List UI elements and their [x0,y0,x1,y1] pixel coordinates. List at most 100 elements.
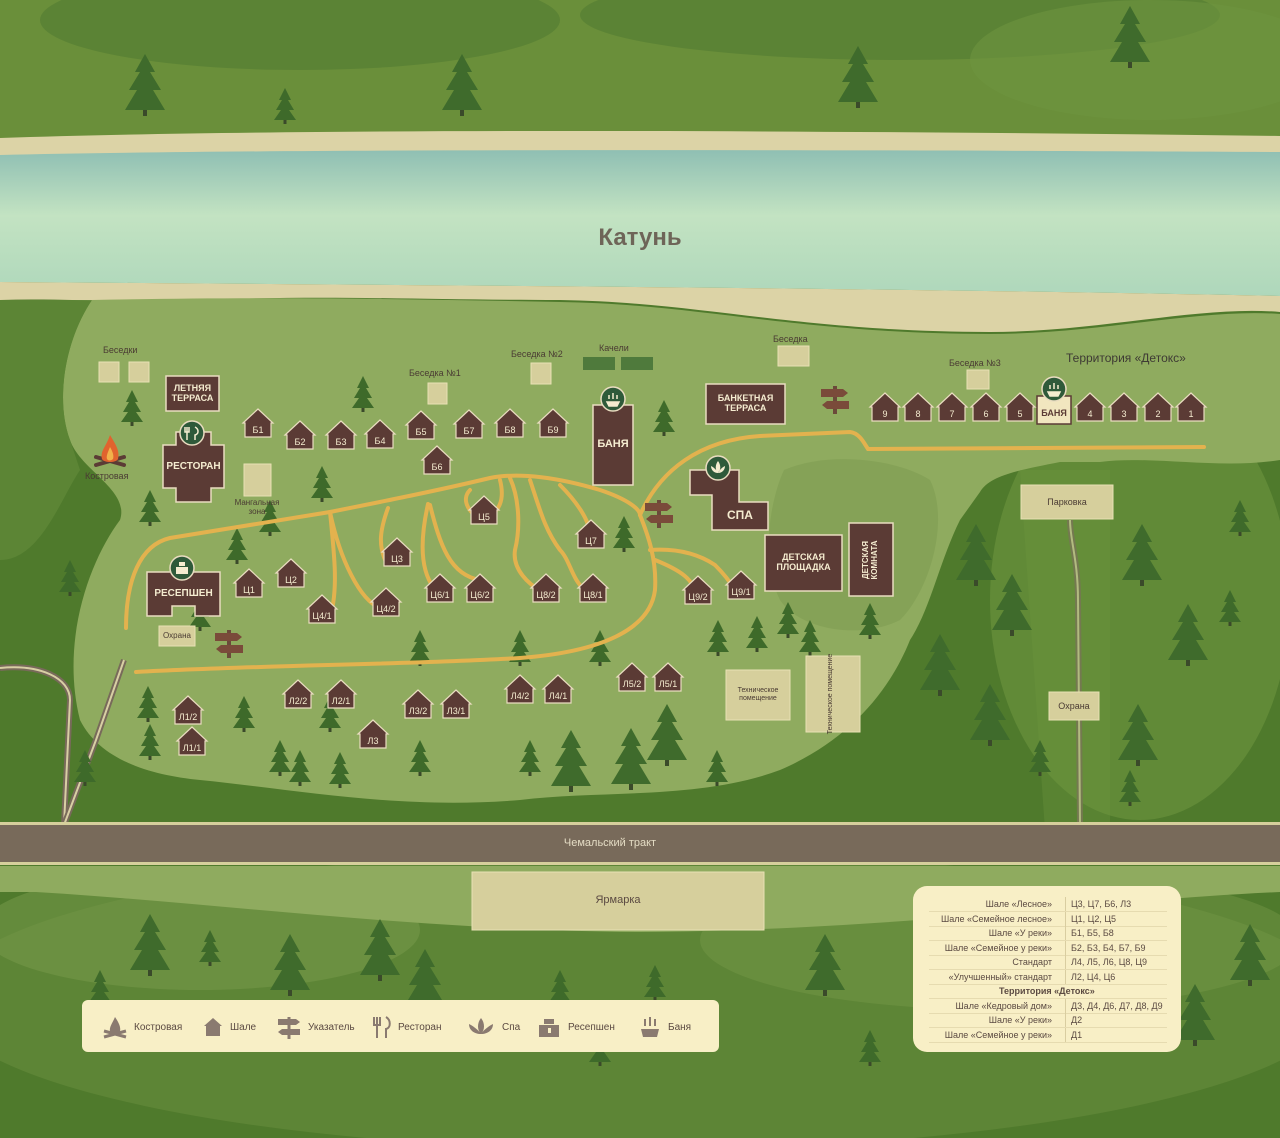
chalet-d3[interactable] [1107,392,1141,422]
chalet-label-b5[interactable]: Б5 [415,427,427,437]
chalet-c81[interactable] [576,573,610,603]
reception-label[interactable]: РЕСЕПШЕН [154,588,213,599]
chalet-label-c3[interactable]: Ц3 [391,554,403,564]
chalet-label-d8[interactable]: 8 [915,409,921,419]
chalet-b6[interactable] [420,445,454,475]
security-post[interactable] [158,625,196,647]
chalet-label-d7[interactable]: 7 [949,409,955,419]
gazebo[interactable] [777,345,810,367]
chalet-label-b9[interactable]: Б9 [547,425,559,435]
banya-detox-label[interactable]: БАНЯ [1041,408,1067,418]
chalet-c91[interactable] [724,570,758,600]
security-post-2[interactable] [1048,691,1100,721]
chalet-label-c5[interactable]: Ц5 [478,512,490,522]
chalet-label-d6[interactable]: 6 [983,409,989,419]
fair-area[interactable] [471,871,765,931]
chalet-c3[interactable] [380,537,414,567]
summer-terrace-building[interactable] [165,375,220,412]
chalet-l41[interactable] [541,674,575,704]
chalet-d6[interactable] [969,392,1003,422]
chalet-label-b4[interactable]: Б4 [374,436,386,446]
chalet-label-c1[interactable]: Ц1 [243,585,255,595]
chalet-label-c42[interactable]: Ц4/2 [376,604,396,614]
chalet-b8[interactable] [493,408,527,438]
chalet-label-l3[interactable]: Л3 [367,736,379,746]
gazebo-no2[interactable] [530,362,552,385]
chalet-l32[interactable] [401,689,435,719]
chalet-label-l32[interactable]: Л3/2 [408,706,428,716]
chalet-label-b3[interactable]: Б3 [335,437,347,447]
restaurant-building[interactable] [162,431,225,503]
chalet-l3[interactable] [356,719,390,749]
summer-terrace-label[interactable]: ЛЕТНЯЯ ТЕРРАСА [171,383,214,403]
tech-room-1[interactable] [725,669,791,721]
chalet-b3[interactable] [324,420,358,450]
chalet-c62[interactable] [463,573,497,603]
playground-label[interactable]: ДЕТСКАЯ ПЛОЩАДКА [776,552,831,572]
chalet-l52[interactable] [615,662,649,692]
chalet-label-l52[interactable]: Л5/2 [622,679,642,689]
chalet-b7[interactable] [452,409,486,439]
restaurant-label[interactable]: РЕСТОРАН [166,461,221,472]
gazebo-pad-2[interactable] [128,361,150,383]
chalet-label-b2[interactable]: Б2 [294,437,306,447]
kids-room-label[interactable]: ДЕТСКАЯ КОМНАТА [861,540,879,580]
chalet-c7[interactable] [574,519,608,549]
chalet-c5[interactable] [467,495,501,525]
spa-building[interactable] [689,469,769,531]
chalet-d1[interactable] [1174,392,1208,422]
chalet-label-c2[interactable]: Ц2 [285,575,297,585]
chalet-label-d9[interactable]: 9 [882,409,888,419]
chalet-label-b8[interactable]: Б8 [504,425,516,435]
chalet-label-d2[interactable]: 2 [1155,409,1161,419]
chalet-label-d1[interactable]: 1 [1188,409,1194,419]
chalet-label-b6[interactable]: Б6 [431,462,443,472]
parking-area[interactable] [1020,484,1114,520]
chalet-label-c61[interactable]: Ц6/1 [430,590,450,600]
chalet-b4[interactable] [363,419,397,449]
swings-2[interactable] [621,357,653,370]
chalet-l31[interactable] [439,689,473,719]
chalet-c42[interactable] [369,587,403,617]
chalet-c41[interactable] [305,594,339,624]
chalet-d7[interactable] [935,392,969,422]
chalet-label-d3[interactable]: 3 [1121,409,1127,419]
chalet-label-c7[interactable]: Ц7 [585,536,597,546]
chalet-label-l22[interactable]: Л2/2 [288,696,308,706]
chalet-label-c62[interactable]: Ц6/2 [470,590,490,600]
reception-building[interactable] [146,571,221,617]
kids-room-building[interactable] [848,522,894,597]
gazebo-no1[interactable] [427,382,448,405]
gazebo-no3[interactable] [966,369,990,390]
chalet-l21[interactable] [324,679,358,709]
chalet-label-c41[interactable]: Ц4/1 [312,611,332,621]
chalet-label-c92[interactable]: Ц9/2 [688,592,708,602]
swings-1[interactable] [583,357,615,370]
chalet-b5[interactable] [404,410,438,440]
chalet-b9[interactable] [536,408,570,438]
chalet-c1[interactable] [232,568,266,598]
chalet-label-b1[interactable]: Б1 [252,425,264,435]
chalet-l22[interactable] [281,679,315,709]
playground-building[interactable] [764,534,843,592]
chalet-l12[interactable] [171,695,205,725]
chalet-c92[interactable] [681,575,715,605]
banya-main-building[interactable] [592,404,634,486]
banquet-terrace-building[interactable] [705,383,786,425]
chalet-d9[interactable] [868,392,902,422]
chalet-label-d4[interactable]: 4 [1087,409,1093,419]
chalet-label-l11[interactable]: Л1/1 [182,743,202,753]
chalet-label-l12[interactable]: Л1/2 [178,712,198,722]
chalet-l42[interactable] [503,674,537,704]
chalet-label-l21[interactable]: Л2/1 [331,696,351,706]
chalet-d5[interactable] [1003,392,1037,422]
chalet-d2[interactable] [1141,392,1175,422]
bbq-zone[interactable] [243,463,272,497]
chalet-d8[interactable] [901,392,935,422]
chalet-label-l31[interactable]: Л3/1 [446,706,466,716]
chalet-c82[interactable] [529,573,563,603]
chalet-l51[interactable] [651,662,685,692]
chalet-c2[interactable] [274,558,308,588]
chalet-label-d5[interactable]: 5 [1017,409,1023,419]
chalet-label-c91[interactable]: Ц9/1 [731,587,751,597]
